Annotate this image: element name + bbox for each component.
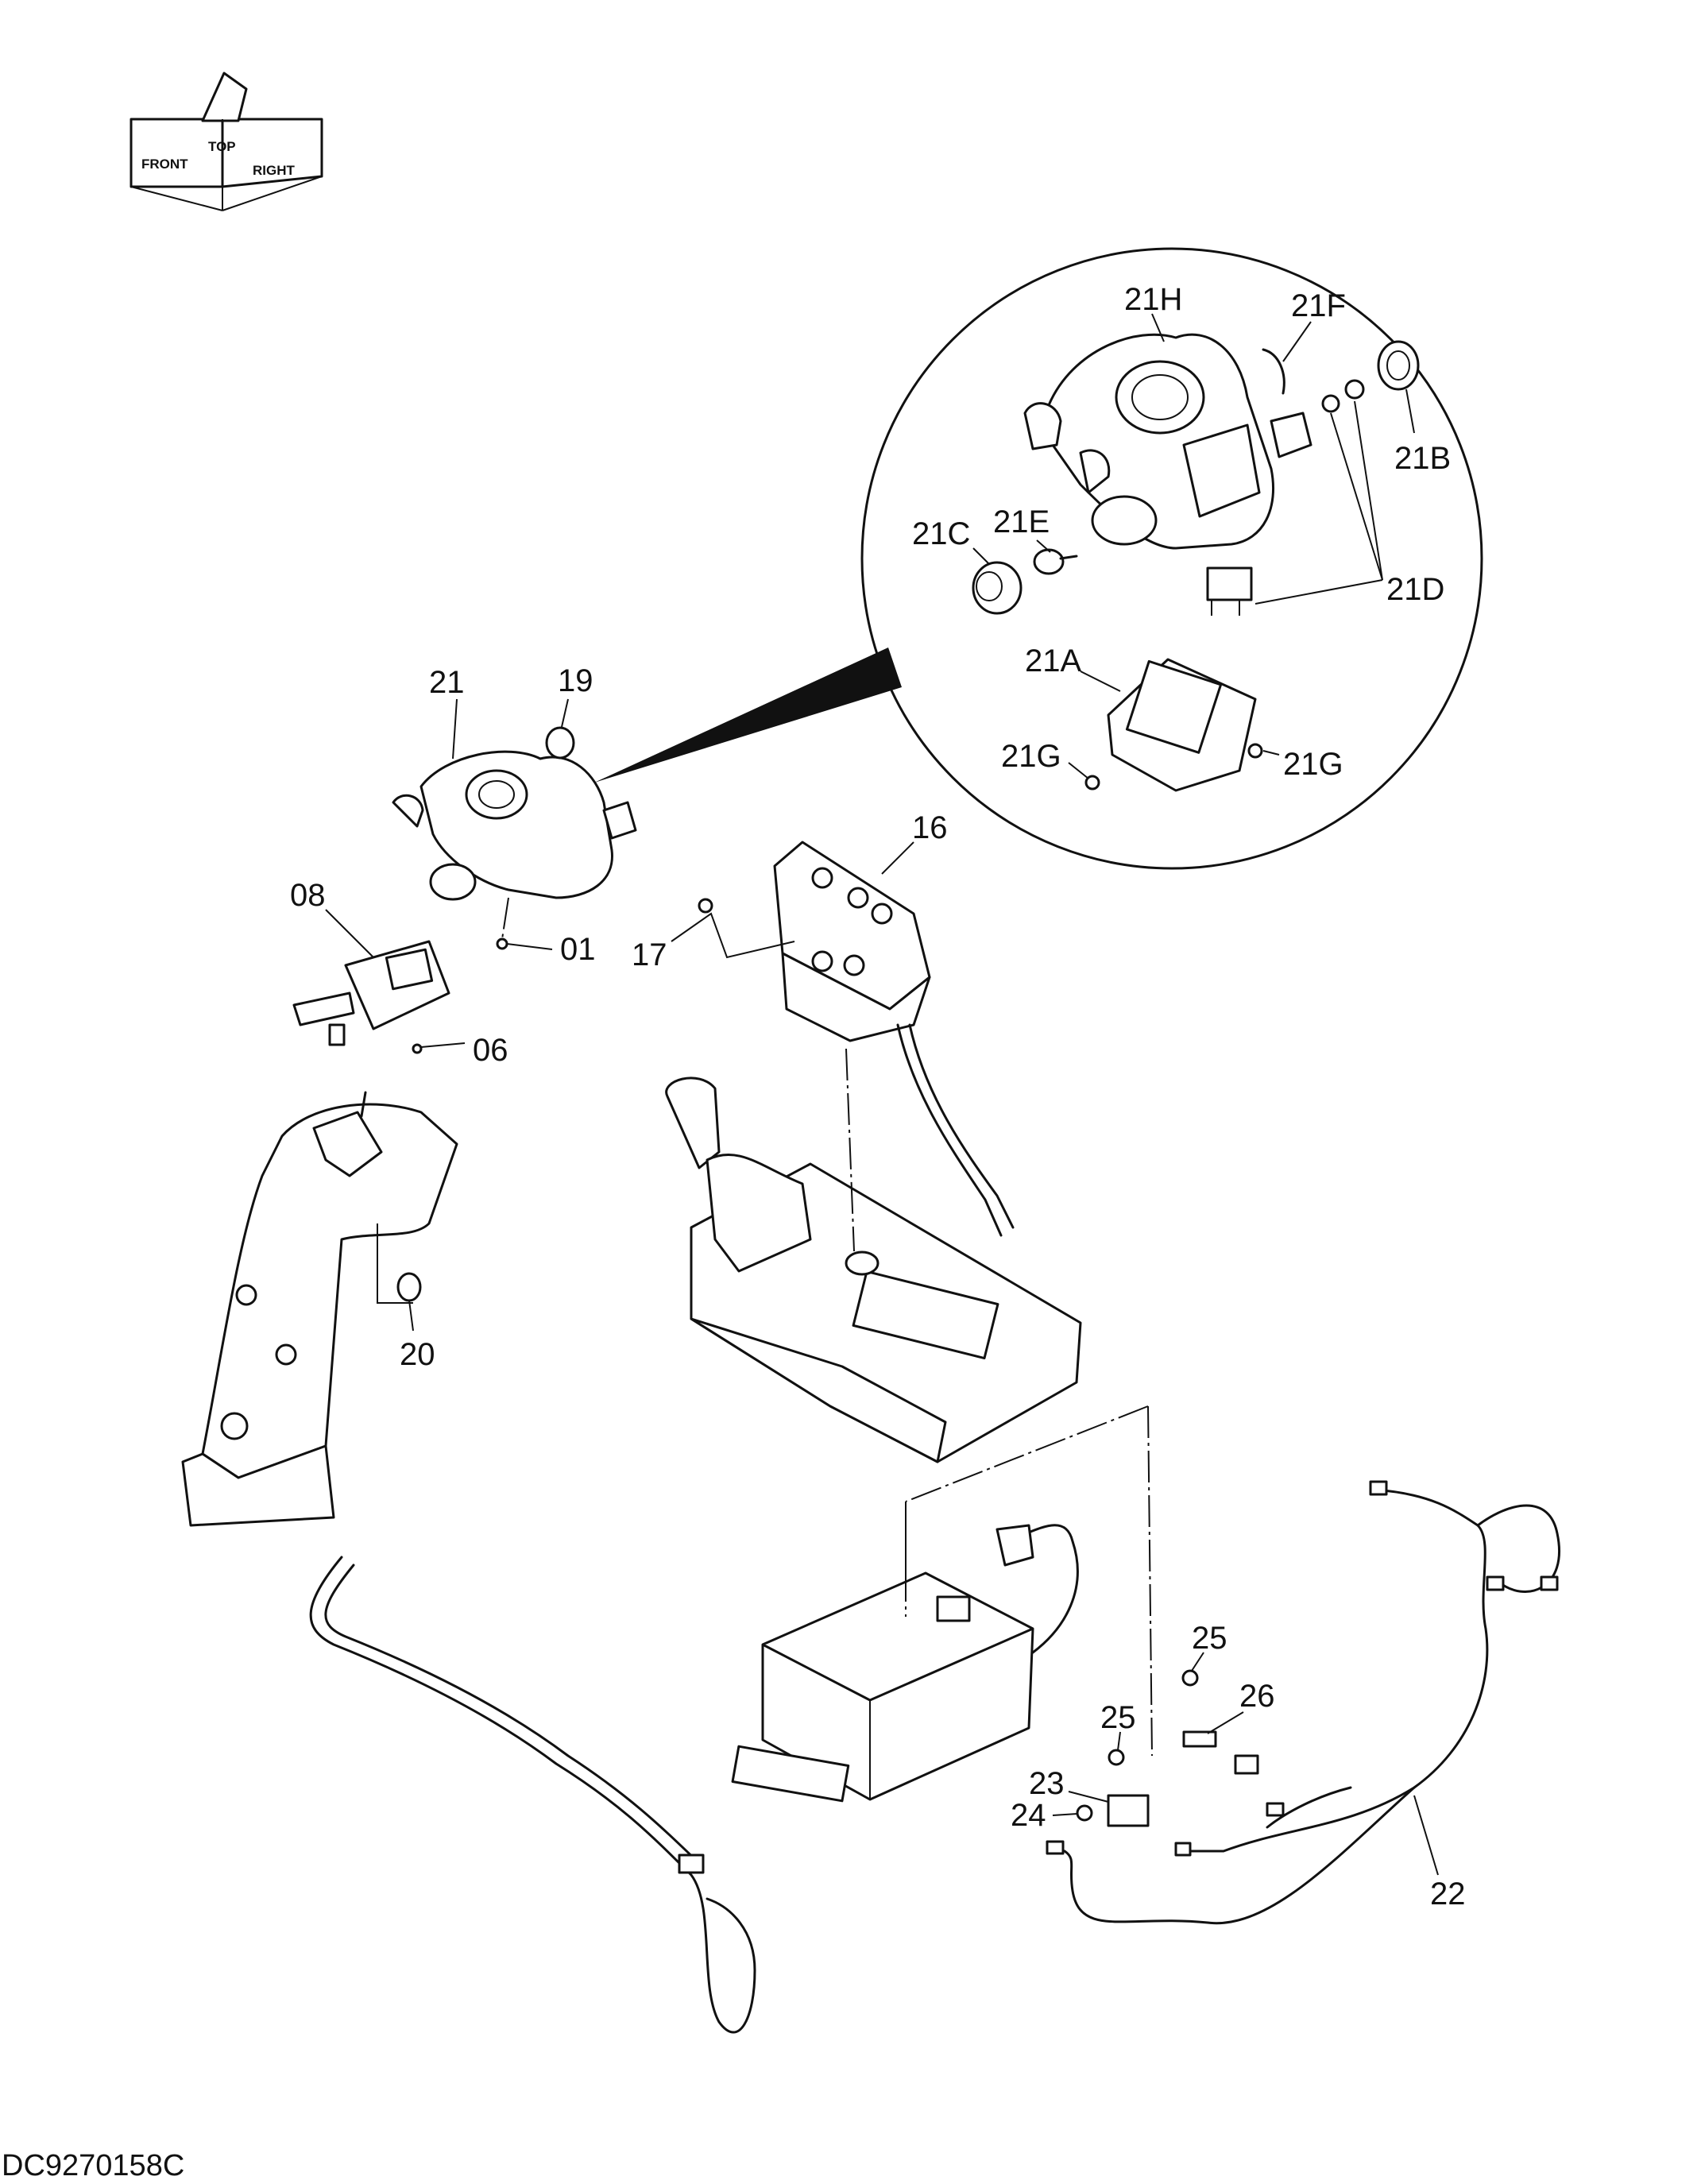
label-21a: 21A — [1025, 644, 1081, 678]
part-20-ring — [396, 1272, 422, 1302]
orientation-right-label: RIGHT — [253, 163, 296, 178]
label-21b: 21B — [1394, 441, 1451, 476]
detail-view-circle — [594, 247, 1483, 870]
label-21g-right: 21G — [1283, 747, 1343, 782]
part-25-bolt-upper — [1181, 1669, 1199, 1687]
part-01-screw — [496, 937, 508, 950]
label-21c: 21C — [912, 516, 970, 551]
part-16-switch-panel — [773, 841, 1015, 1237]
part-21a-module — [1107, 658, 1257, 792]
part-23-relay — [1107, 1794, 1150, 1827]
part-24-nut — [1076, 1804, 1093, 1822]
orientation-indicator: FRONT TOP RIGHT — [130, 72, 323, 211]
label-17: 17 — [632, 937, 667, 972]
label-21e: 21E — [993, 504, 1050, 539]
part-21d-washer-b — [1344, 379, 1365, 400]
part-21f-clip — [1262, 348, 1285, 395]
label-08: 08 — [290, 878, 326, 913]
part-26-bracket — [1182, 1730, 1217, 1748]
label-21h: 21H — [1124, 282, 1182, 317]
part-08-switch — [292, 940, 450, 1046]
part-21g-screw-left — [1084, 775, 1100, 790]
part-21-switch-housing — [392, 750, 637, 901]
column-harness — [309, 1556, 756, 2034]
detail-pointer-wedge — [594, 647, 902, 783]
part-21g-screw-right — [1247, 743, 1263, 759]
part-19-ring — [545, 726, 575, 760]
label-06: 06 — [473, 1033, 508, 1068]
part-17-bolt — [698, 898, 713, 914]
label-25-upper: 25 — [1192, 1621, 1227, 1656]
label-23: 23 — [1029, 1766, 1065, 1801]
part-22-harness — [1046, 1480, 1560, 1925]
label-21f: 21F — [1291, 288, 1346, 323]
label-21d: 21D — [1386, 572, 1444, 607]
label-26: 26 — [1239, 1679, 1275, 1714]
part-21c-knob — [972, 561, 1023, 615]
control-unit — [731, 1524, 1079, 1803]
part-21d-switch — [1206, 566, 1253, 616]
label-21: 21 — [429, 665, 465, 700]
label-16: 16 — [912, 810, 948, 845]
label-21g-left: 21G — [1001, 739, 1061, 774]
part-21e-lamp — [1033, 548, 1078, 575]
orientation-top-label: TOP — [208, 139, 236, 154]
label-25-lower: 25 — [1100, 1700, 1136, 1735]
label-01: 01 — [560, 932, 596, 967]
label-24: 24 — [1011, 1798, 1046, 1833]
left-armrest-column — [181, 1091, 458, 1527]
orientation-front-label: FRONT — [141, 157, 188, 172]
right-console — [665, 1077, 1082, 1463]
part-21d-washer-a — [1321, 394, 1340, 413]
label-22: 22 — [1430, 1877, 1466, 1911]
part-25-bolt-lower — [1108, 1749, 1125, 1766]
drawing-code: DC9270158C — [2, 2149, 184, 2182]
part-21h-housing-cover — [1023, 333, 1312, 550]
part-06-screw — [412, 1043, 423, 1054]
label-20: 20 — [400, 1337, 435, 1372]
part-21b-ring — [1377, 340, 1420, 391]
label-19: 19 — [558, 663, 593, 698]
